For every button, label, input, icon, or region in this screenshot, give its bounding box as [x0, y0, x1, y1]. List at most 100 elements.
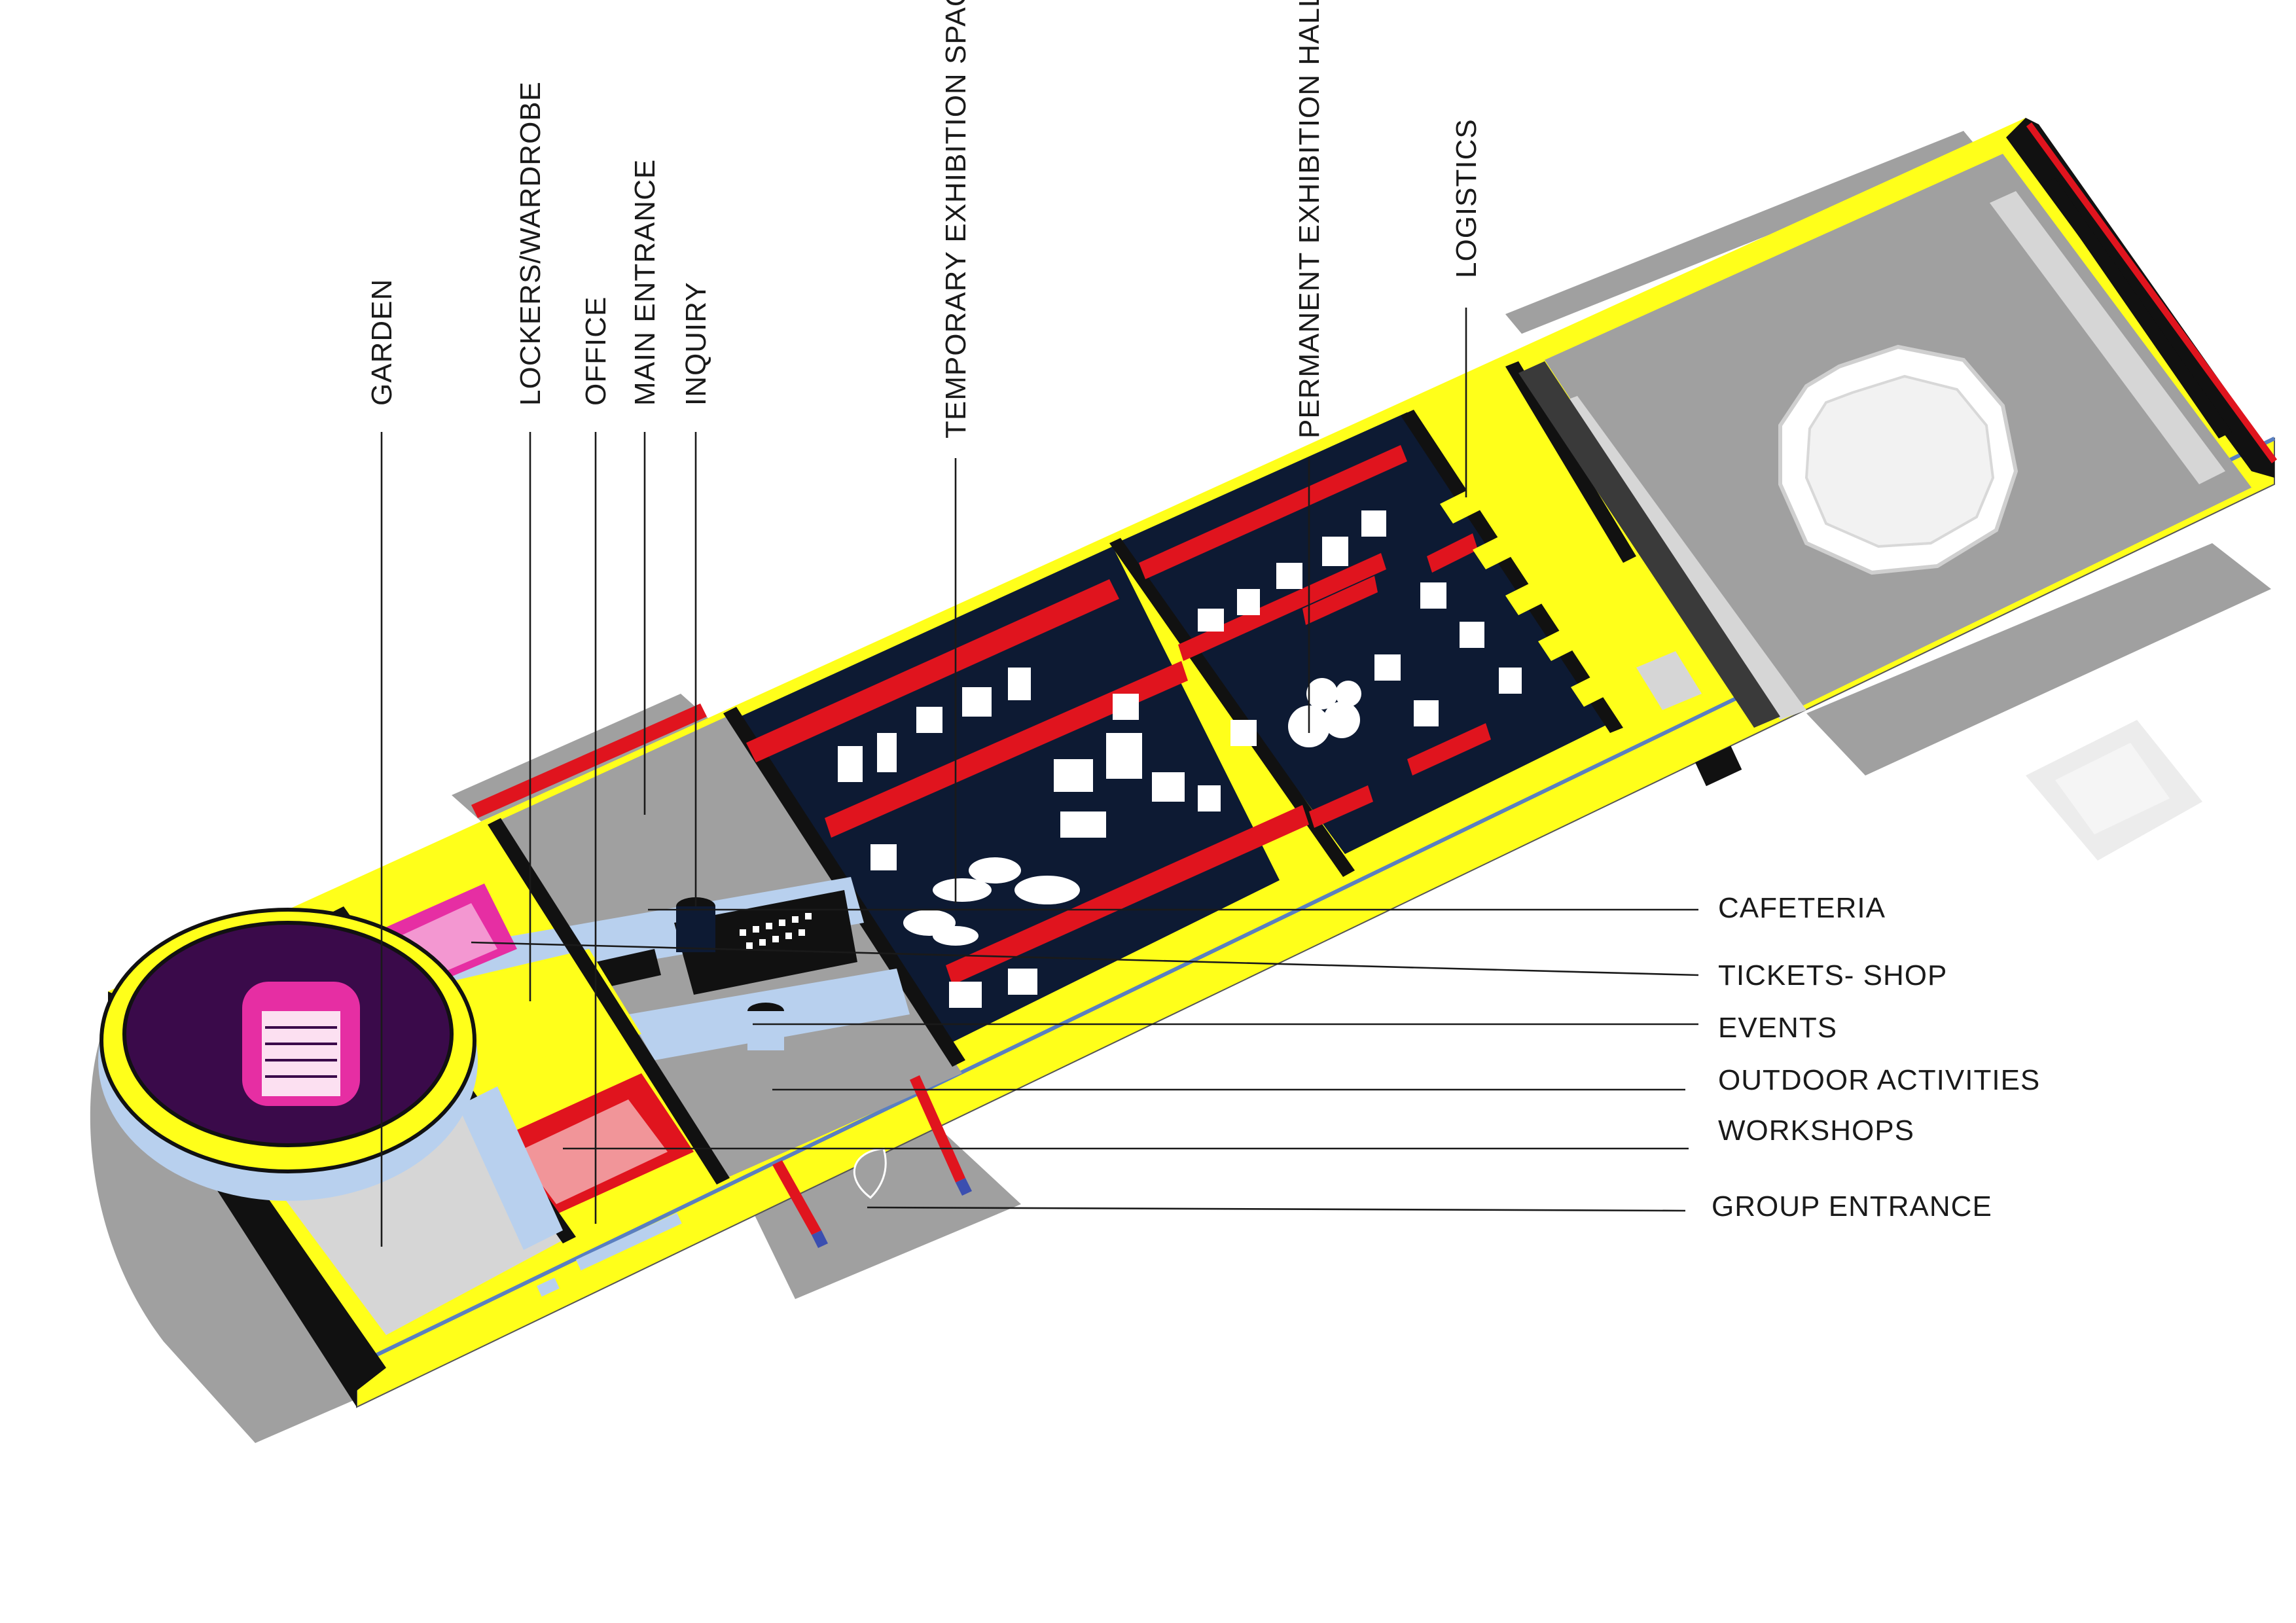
exhibit-block	[1420, 582, 1446, 609]
front-window	[575, 1213, 682, 1271]
exhibit-circle	[1323, 702, 1360, 738]
exhibit-block	[1152, 772, 1185, 802]
office-wall	[488, 818, 730, 1185]
east-hall-ramp	[1990, 191, 2225, 484]
exhibit-block	[1499, 668, 1522, 694]
label-main-entrance: MAIN ENTRANCE	[629, 159, 661, 406]
label-events: EVENTS	[1718, 1012, 1837, 1044]
horizontal-labels: CAFETERIA TICKETS- SHOP EVENTS OUTDOOR A…	[1712, 892, 2040, 1222]
label-lockers-wardrobe: LOCKERS/WARDROBE	[514, 81, 547, 406]
exhibit-ellipse	[1014, 876, 1080, 904]
exhibit-block	[1008, 969, 1037, 995]
logistics-light	[1636, 651, 1702, 710]
exhibit-ellipse	[933, 878, 992, 902]
exhibit-blocks-permanent	[1198, 510, 1522, 812]
seat	[759, 939, 766, 946]
logistics-divider	[1505, 361, 1636, 563]
shadow-slab-north-east	[1505, 131, 1980, 334]
logistics-bay	[1473, 524, 1538, 569]
seat	[772, 936, 779, 942]
red-wall-2	[825, 661, 1188, 838]
vertical-labels: GARDEN LOCKERS/WARDROBE OFFICE MAIN ENTR…	[366, 0, 1482, 438]
red-wall-8	[1309, 785, 1373, 828]
exhibit-ellipse	[969, 857, 1021, 883]
label-permanent-exhibition: PERMANENT EXHIBITION HALL	[1293, 0, 1325, 438]
pale-slab-south-east-inner	[2055, 743, 2170, 834]
exhibition-halls	[723, 361, 1780, 1067]
red-wall-5	[1178, 553, 1386, 661]
exhibit-block	[1113, 694, 1139, 720]
rotunda	[98, 908, 478, 1201]
seat	[798, 929, 805, 936]
label-outdoor-activities: OUTDOOR ACTIVITIES	[1718, 1064, 2040, 1096]
octagon-inner	[1804, 374, 1995, 548]
exhibit-block	[1374, 654, 1401, 681]
exhibit-block	[916, 707, 942, 733]
red-wall-3	[946, 805, 1309, 985]
exhibit-block	[1008, 668, 1031, 700]
exhibit-block	[870, 844, 897, 870]
exhibit-block	[877, 733, 897, 772]
leader-tickets	[471, 941, 1699, 976]
red-wall-7	[1407, 723, 1491, 776]
exhibit-block	[949, 982, 982, 1008]
exhibit-block	[1106, 733, 1142, 779]
red-wall-6	[1302, 576, 1378, 625]
office-glass	[458, 1086, 563, 1250]
exhibit-block	[1060, 812, 1106, 838]
front-window-small	[537, 1277, 560, 1297]
exhibit-block	[1361, 510, 1386, 537]
logistics-bay	[1440, 478, 1505, 524]
red-wall-1	[746, 579, 1119, 762]
group-entrance-red-wall-right	[910, 1075, 965, 1183]
exhibit-block	[838, 746, 863, 782]
inquiry-cylinder	[676, 906, 715, 952]
label-workshops: WORKSHOPS	[1718, 1115, 1914, 1147]
exhibit-block	[1230, 720, 1257, 746]
label-logistics: LOGISTICS	[1450, 118, 1482, 278]
group-entrance-blue-wall-right	[956, 1178, 972, 1196]
leader-lines	[380, 308, 1699, 1247]
seat	[785, 933, 792, 939]
seat	[792, 916, 798, 923]
exhibit-block	[1460, 622, 1484, 648]
auditorium-rows	[265, 1026, 337, 1078]
exhibit-blocks-temporary	[838, 668, 1185, 1008]
label-temporary-exhibition: TEMPORARY EXHIBITION SPACE	[940, 0, 972, 438]
red-wall-4	[1139, 445, 1407, 579]
logistics-bays	[1440, 361, 1780, 728]
exhibit-block	[1414, 700, 1439, 726]
exhibit-circle	[1306, 678, 1338, 709]
label-office: OFFICE	[580, 296, 612, 406]
exhibit-block	[1054, 759, 1093, 792]
east-door	[1695, 745, 1742, 787]
events-cylinder	[747, 1011, 784, 1050]
group-entrance	[537, 745, 1742, 1297]
seat	[766, 923, 772, 929]
exhibit-circle	[1335, 681, 1361, 707]
auditorium-seating	[262, 1011, 340, 1096]
group-entrance-blue-wall-left	[812, 1230, 828, 1248]
exhibit-block	[962, 687, 992, 717]
label-garden: GARDEN	[366, 279, 398, 406]
leader-group-entrance	[867, 1206, 1686, 1212]
red-wall-9	[1427, 533, 1478, 573]
exhibit-block	[1198, 785, 1221, 812]
cafeteria-seats	[740, 913, 812, 949]
exhibit-block	[1198, 609, 1224, 632]
logistics-strip	[1518, 361, 1780, 728]
seat	[753, 926, 759, 933]
logistics-bay	[1505, 569, 1571, 615]
shadow-slab-south-east	[1806, 543, 2271, 776]
hall-divider-mid	[1109, 538, 1355, 877]
logistics-bay	[1538, 615, 1604, 661]
exhibit-ellipse	[933, 926, 978, 946]
label-group-entrance: GROUP ENTRANCE	[1712, 1190, 1992, 1222]
label-cafeteria: CAFETERIA	[1718, 892, 1886, 924]
lobby-elements	[367, 877, 910, 1086]
label-inquiry: INQUIRY	[680, 281, 712, 406]
logistics-bay	[1571, 661, 1636, 707]
group-entrance-red-wall-left	[772, 1160, 821, 1235]
